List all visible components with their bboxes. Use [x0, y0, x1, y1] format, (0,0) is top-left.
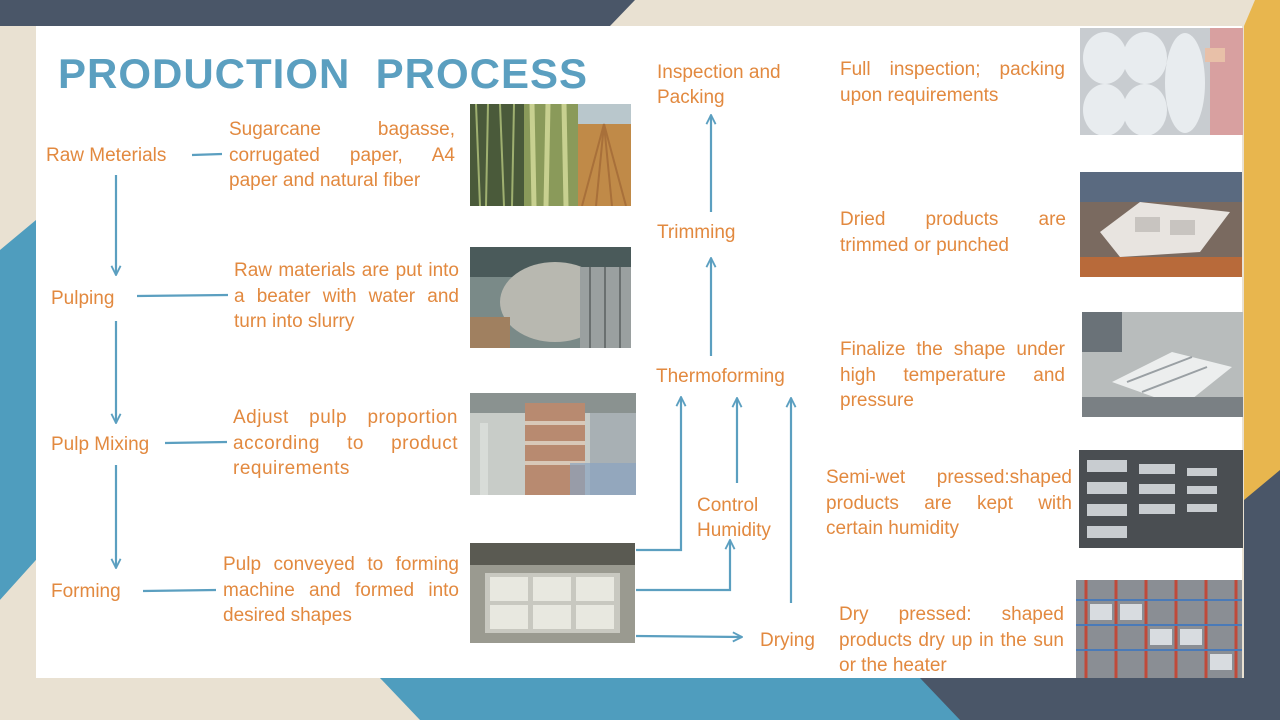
step-drying: Drying: [760, 630, 815, 651]
page-title: PRODUCTION PROCESS: [58, 50, 589, 97]
step-pulp-mixing: Pulp Mixing: [51, 434, 150, 455]
desc-semi-wet-pressed: Semi-wet pressed:shaped products are kep…: [826, 467, 1072, 539]
drying-racks-photo: [1076, 580, 1242, 678]
desc-thermoforming: Finalize the shape under high temperatur…: [840, 339, 1065, 411]
desc-pulp-mixing: Adjust pulp proportion according to prod…: [233, 407, 458, 479]
step-forming: Forming: [51, 581, 121, 602]
packing-photo: [1080, 28, 1243, 135]
humidity-racks-photo: [1079, 450, 1243, 548]
beater-photo: [470, 247, 631, 348]
desc-raw-materials: Sugarcane bagasse, corrugated paper, A4 …: [229, 119, 455, 191]
step-pulping: Pulping: [51, 288, 115, 309]
step-trimming: Trimming: [657, 222, 736, 243]
sugarcane-photo: [470, 104, 631, 206]
trimming-photo: [1080, 172, 1242, 277]
thermoforming-photo: [1082, 312, 1243, 417]
mixing-tank-photo: [470, 393, 636, 495]
desc-inspection-packing: Full inspection; packing upon requiremen…: [840, 59, 1065, 106]
step-control-humidity: Control Humidity: [697, 495, 771, 541]
desc-forming: Pulp conveyed to forming machine and for…: [223, 554, 459, 626]
step-raw-materials: Raw Meterials: [46, 145, 167, 166]
step-inspection-packing: Inspection and Packing: [657, 62, 781, 108]
desc-trimming: Dried products are trimmed or punched: [840, 209, 1066, 256]
desc-pulping: Raw materials are put into a beater with…: [234, 260, 459, 332]
step-thermoforming: Thermoforming: [656, 366, 785, 387]
desc-dry-pressed: Dry pressed: shaped products dry up in t…: [839, 604, 1064, 676]
forming-machine-photo: [470, 543, 635, 643]
